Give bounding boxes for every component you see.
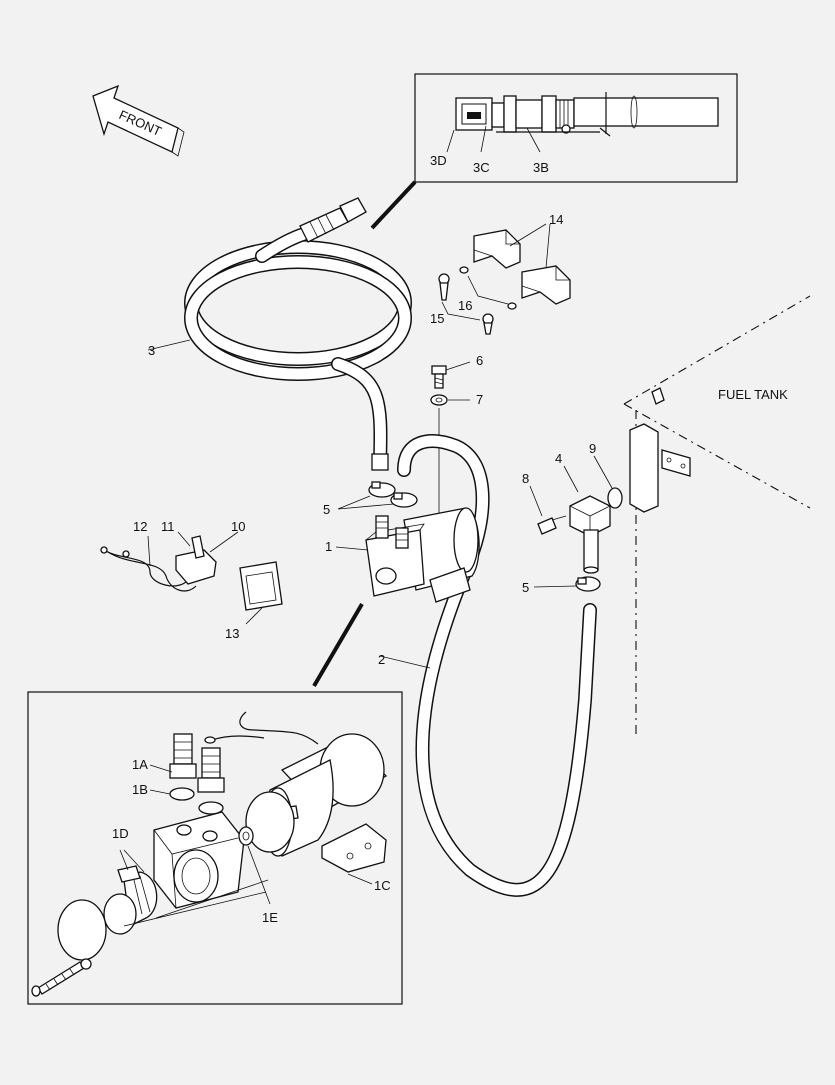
callout-2: 2 — [378, 652, 385, 667]
callout-5-tank: 5 — [522, 580, 529, 595]
callout-8: 8 — [522, 471, 529, 486]
detail-pointer-pump — [312, 602, 364, 688]
callout-3C: 3C — [473, 160, 490, 175]
callout-1B: 1B — [132, 782, 148, 797]
callout-7: 7 — [476, 392, 483, 407]
bolt-6-washer-7: 6 7 — [430, 353, 483, 598]
pump-assembly-1: 1 — [325, 507, 480, 603]
callout-1D: 1D — [112, 826, 129, 841]
callout-12: 12 — [133, 519, 147, 534]
callout-16: 16 — [458, 298, 472, 313]
callout-1: 1 — [325, 539, 332, 554]
callout-11: 11 — [161, 519, 175, 534]
callout-3B: 3B — [533, 160, 549, 175]
fuel-tank-label: FUEL TANK — [718, 387, 788, 402]
callout-13: 13 — [225, 626, 239, 641]
detail-box-pump-exploded: 1C 1A 1B 1D — [27, 691, 403, 1005]
callout-1E: 1E — [262, 910, 278, 925]
hose-3-coil: 3 — [147, 197, 412, 471]
callout-1A: 1A — [132, 757, 148, 772]
hose-2: 2 — [378, 434, 597, 897]
callout-10: 10 — [231, 519, 245, 534]
callout-6: 6 — [476, 353, 483, 368]
fitting-block-4-8-9: 4 9 8 — [522, 441, 623, 574]
callout-14: 14 — [549, 212, 563, 227]
callout-15: 15 — [430, 311, 444, 326]
callout-9: 9 — [589, 441, 596, 456]
fuel-tank-outline: FUEL TANK — [623, 295, 811, 734]
bracket-set-14-15-16: 14 15 16 — [430, 212, 571, 335]
callout-3: 3 — [148, 343, 155, 358]
callout-1C: 1C — [374, 878, 391, 893]
callout-5-pump: 5 — [323, 502, 330, 517]
callout-4: 4 — [555, 451, 562, 466]
switch-set-10-13: 12 11 10 13 — [100, 519, 283, 641]
hose-clamps-5: 5 5 — [323, 481, 601, 595]
front-arrow-icon: FRONT — [92, 84, 185, 157]
callout-3D: 3D — [430, 153, 447, 168]
detail-box-hose-fitting: 3D 3C 3B — [370, 73, 738, 230]
